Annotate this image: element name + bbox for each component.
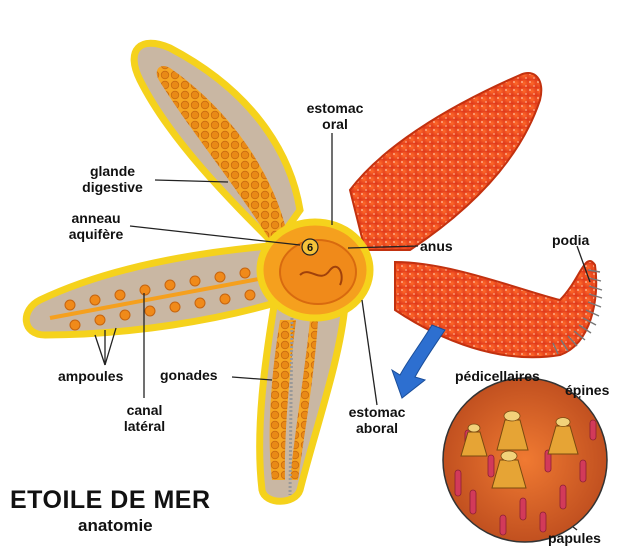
label-estomac-aboral: estomac aboral — [342, 404, 412, 436]
label-pedicellaires: pédicellaires — [455, 368, 540, 384]
magnifier-arrow-icon — [392, 325, 445, 398]
diagram-subtitle: anatomie — [78, 516, 153, 536]
label-podia: podia — [552, 232, 589, 248]
skin-detail-zoom — [443, 378, 607, 542]
diagram-title: ETOILE DE MER — [10, 486, 211, 515]
label-glande-digestive-line1: glande — [70, 163, 155, 179]
label-estomac-aboral-line2: aboral — [342, 420, 412, 436]
label-glande-digestive-line2: digestive — [70, 179, 155, 195]
label-estomac-oral-line2: oral — [300, 116, 370, 132]
label-estomac-oral: estomac oral — [300, 100, 370, 132]
label-canal-lateral-line2: latéral — [117, 418, 172, 434]
arm-left — [26, 245, 285, 335]
label-ampoules: ampoules — [58, 368, 123, 384]
label-anus: anus — [420, 238, 453, 254]
label-papules: papules — [548, 530, 601, 546]
madreporite-number: 6 — [307, 242, 313, 254]
label-canal-lateral-line1: canal — [117, 402, 172, 418]
label-estomac-aboral-line1: estomac — [342, 404, 412, 420]
label-gonades: gonades — [160, 367, 218, 383]
label-anneau-aquifere-line1: anneau — [56, 210, 136, 226]
label-epines: épines — [565, 382, 609, 398]
label-anneau-aquifere: anneau aquifère — [56, 210, 136, 242]
label-glande-digestive: glande digestive — [70, 163, 155, 195]
label-anneau-aquifere-line2: aquifère — [56, 226, 136, 242]
label-canal-lateral: canal latéral — [117, 402, 172, 434]
label-estomac-oral-line1: estomac — [300, 100, 370, 116]
arm-top-right — [350, 73, 541, 250]
